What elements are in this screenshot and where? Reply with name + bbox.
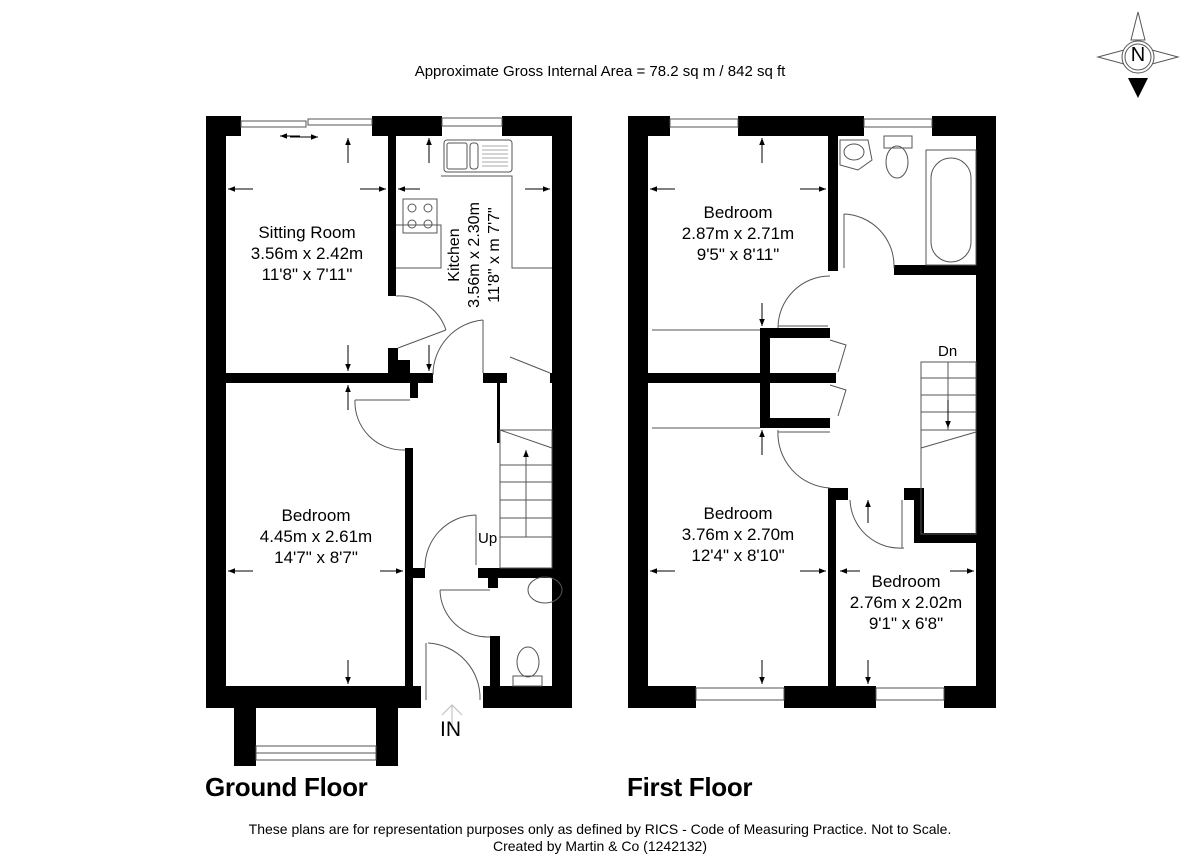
first-floor-dimension-arrows bbox=[650, 138, 974, 684]
entrance-label: IN bbox=[440, 718, 461, 741]
room-metric: 3.56m x 2.42m bbox=[250, 244, 364, 263]
room-imperial: 11'8" x m 7'7" bbox=[486, 207, 503, 303]
compass-icon bbox=[1096, 11, 1180, 98]
stairs-down-label: Dn bbox=[938, 343, 958, 360]
first-floor-title: First Floor bbox=[627, 772, 753, 802]
room-name: Sitting Room bbox=[258, 223, 356, 242]
ground-floor-dimension-arrows bbox=[228, 133, 550, 684]
compass-north-label: N bbox=[1130, 44, 1146, 66]
room-metric: 3.76m x 2.70m bbox=[681, 525, 795, 544]
ground-floor-walls bbox=[206, 116, 572, 766]
room-sitting-room: Sitting Room 3.56m x 2.42m 11'8" x 7'11" bbox=[226, 222, 388, 285]
room-first-bedroom-2: Bedroom 3.76m x 2.70m 12'4" x 8'10" bbox=[648, 503, 828, 566]
first-floor-walls bbox=[628, 116, 996, 708]
room-name: Bedroom bbox=[281, 506, 351, 525]
disclaimer-text: These plans are for representation purpo… bbox=[248, 821, 952, 837]
gross-internal-area: Approximate Gross Internal Area = 78.2 s… bbox=[414, 63, 786, 80]
room-name: Bedroom bbox=[703, 504, 773, 523]
room-name: Bedroom bbox=[871, 572, 941, 591]
room-kitchen: Kitchen 3.56m x 2.30m 11'8" x m 7'7" bbox=[445, 180, 505, 330]
room-metric: 4.45m x 2.61m bbox=[259, 527, 373, 546]
room-metric: 2.76m x 2.02m bbox=[849, 593, 963, 612]
room-name: Kitchen bbox=[446, 228, 463, 282]
first-floor-lines bbox=[652, 118, 977, 701]
room-ground-bedroom: Bedroom 4.45m x 2.61m 14'7" x 8'7" bbox=[226, 505, 406, 568]
room-imperial: 14'7" x 8'7" bbox=[274, 548, 358, 567]
room-imperial: 12'4" x 8'10" bbox=[691, 546, 785, 565]
stairs-up-label: Up bbox=[478, 530, 498, 547]
ground-floor-lines bbox=[240, 117, 563, 761]
room-metric: 3.56m x 2.30m bbox=[466, 202, 483, 308]
room-imperial: 9'5" x 8'11" bbox=[696, 245, 780, 264]
credit-text: Created by Martin & Co (1242132) bbox=[493, 838, 707, 854]
room-imperial: 11'8" x 7'11" bbox=[261, 265, 353, 284]
room-first-bedroom-3: Bedroom 2.76m x 2.02m 9'1" x 6'8" bbox=[836, 571, 976, 634]
room-metric: 2.87m x 2.71m bbox=[681, 224, 795, 243]
ground-floor-title: Ground Floor bbox=[205, 772, 368, 802]
room-name: Bedroom bbox=[703, 203, 773, 222]
room-imperial: 9'1" x 6'8" bbox=[868, 614, 944, 633]
room-first-bedroom-1: Bedroom 2.87m x 2.71m 9'5" x 8'11" bbox=[648, 202, 828, 265]
